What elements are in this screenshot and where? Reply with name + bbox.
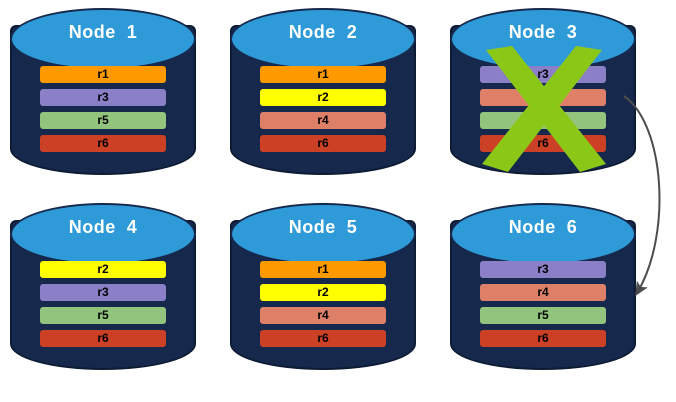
node-label: Node 4 <box>68 217 138 237</box>
replica-list: r1 r3 r5 r6 <box>40 66 166 152</box>
replica-bar[interactable]: r6 <box>480 135 606 152</box>
node-top-ellipse <box>230 8 416 70</box>
node-cylinder[interactable]: Node 4 r2 r3 r5 r6 <box>10 203 196 381</box>
node-cylinder[interactable]: Node 2 r1 r2 r4 r6 <box>230 8 416 186</box>
node-label: Node 2 <box>288 22 358 42</box>
node-top-ellipse <box>10 8 196 70</box>
replica-bar[interactable]: r1 <box>260 66 386 83</box>
node-cylinder[interactable]: Node 6 r3 r4 r5 r6 <box>450 203 636 381</box>
replica-bar[interactable]: r5 <box>40 307 166 324</box>
node-label: Node 6 <box>508 217 578 237</box>
replica-list: r2 r3 r5 r6 <box>40 261 166 347</box>
replica-bar[interactable]: r4 <box>480 284 606 301</box>
replica-bar[interactable]: r6 <box>40 135 166 152</box>
node-top-ellipse <box>10 203 196 265</box>
replica-bar[interactable]: r4 <box>480 89 606 106</box>
node-label: Node 5 <box>288 217 358 237</box>
node-label: Node 3 <box>508 22 578 42</box>
replica-bar[interactable]: r2 <box>260 89 386 106</box>
replica-bar[interactable]: r2 <box>260 284 386 301</box>
replica-bar[interactable]: r1 <box>260 261 386 278</box>
replica-bar[interactable]: r6 <box>40 330 166 347</box>
replica-bar[interactable]: r3 <box>480 66 606 83</box>
replica-list: r1 r2 r4 r6 <box>260 66 386 152</box>
replica-bar[interactable]: r3 <box>40 284 166 301</box>
node-cylinder[interactable]: Node 5 r1 r2 r4 r6 <box>230 203 416 381</box>
replica-list: r3 r4 r5 r6 <box>480 261 606 347</box>
node-top-ellipse <box>230 203 416 265</box>
replica-bar[interactable]: r5 <box>480 307 606 324</box>
replica-bar[interactable]: r6 <box>480 330 606 347</box>
replica-list: r3 r4 r5 r6 <box>480 66 606 152</box>
node-label: Node 1 <box>68 22 138 42</box>
replica-bar[interactable]: r2 <box>40 261 166 278</box>
replica-bar[interactable]: r6 <box>260 135 386 152</box>
replica-bar[interactable]: r5 <box>480 112 606 129</box>
node-cylinder[interactable]: Node 1 r1 r3 r5 r6 <box>10 8 196 186</box>
node-cylinder[interactable]: Node 3 r3 r4 r5 r6 <box>450 8 636 186</box>
replica-list: r1 r2 r4 r6 <box>260 261 386 347</box>
replica-bar[interactable]: r3 <box>480 261 606 278</box>
replica-bar[interactable]: r1 <box>40 66 166 83</box>
replica-bar[interactable]: r5 <box>40 112 166 129</box>
replica-bar[interactable]: r3 <box>40 89 166 106</box>
replica-bar[interactable]: r4 <box>260 307 386 324</box>
replica-bar[interactable]: r4 <box>260 112 386 129</box>
replica-bar[interactable]: r6 <box>260 330 386 347</box>
